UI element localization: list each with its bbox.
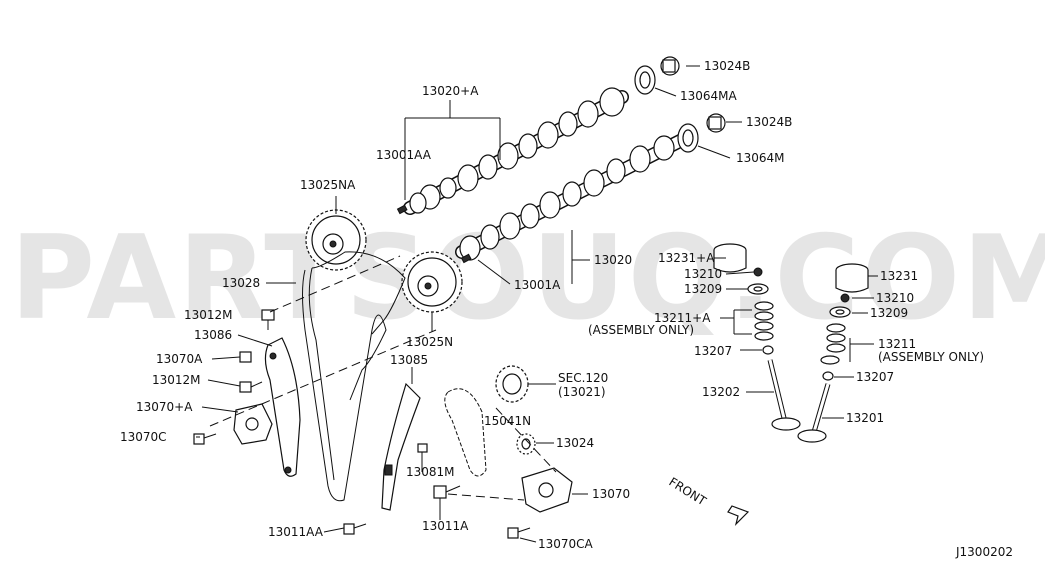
label-13020a[interactable]: 13020+A [422, 84, 479, 98]
bolt-13011a[interactable] [433, 485, 461, 499]
part-labels: 13020+A 13001AA 13025NA 13028 13012M 130… [120, 59, 984, 551]
label-13207-left[interactable]: 13207 [694, 344, 732, 358]
bolt-13070ca[interactable] [507, 527, 531, 539]
bolt-13011aa[interactable] [343, 523, 367, 535]
watermark-text: PARTSOUQ.COM [10, 211, 1045, 346]
leader-lines [196, 65, 878, 543]
bolt-13012m-lower[interactable] [239, 381, 263, 393]
cam-sprocket-pin-lower [460, 253, 472, 264]
label-13085[interactable]: 13085 [390, 353, 428, 367]
label-15041n[interactable]: 15041N [484, 414, 531, 428]
keeper-13210-right[interactable] [840, 293, 850, 303]
label-13086[interactable]: 13086 [194, 328, 232, 342]
label-13001aa[interactable]: 13001AA [376, 148, 432, 162]
sprocket-13024[interactable] [516, 433, 536, 455]
camshaft-upper[interactable] [403, 87, 629, 215]
chain-guide-13085[interactable] [381, 382, 421, 511]
label-13211[interactable]: 13211 [878, 337, 916, 351]
camshaft-lower[interactable] [455, 133, 689, 261]
label-13064ma[interactable]: 13064MA [680, 89, 738, 103]
timing-chain-13028[interactable] [302, 251, 406, 502]
tensioner-13070[interactable] [521, 467, 573, 513]
label-13028[interactable]: 13028 [222, 276, 260, 290]
label-13202[interactable]: 13202 [702, 385, 740, 399]
seal-13064m[interactable] [677, 123, 699, 153]
front-label: FRONT [666, 475, 709, 509]
label-13024[interactable]: 13024 [556, 436, 594, 450]
valve-13201[interactable] [797, 383, 831, 443]
spring-13211[interactable] [820, 323, 846, 365]
label-13209-left[interactable]: 13209 [684, 282, 722, 296]
label-13070ca[interactable]: 13070CA [538, 537, 594, 551]
label-13210-left[interactable]: 13210 [684, 267, 722, 281]
label-13012m-lower[interactable]: 13012M [152, 373, 201, 387]
label-13231[interactable]: 13231 [880, 269, 918, 283]
valve-13202[interactable] [767, 359, 801, 431]
label-sec120-sub[interactable]: (13021) [558, 385, 606, 399]
label-13020[interactable]: 13020 [594, 253, 632, 267]
label-13070a-plus[interactable]: 13070+A [136, 400, 193, 414]
cam-sprocket-pin-upper [396, 204, 408, 215]
keeper-13210-left[interactable] [753, 267, 763, 277]
alignment-lines [209, 255, 557, 501]
label-13024b-lower[interactable]: 13024B [746, 115, 792, 129]
chain-guide-13086[interactable] [264, 337, 301, 477]
lifter-13231a[interactable] [713, 243, 747, 273]
label-13070[interactable]: 13070 [592, 487, 630, 501]
tensioner-13070a-plus[interactable] [233, 403, 273, 445]
label-13210-right[interactable]: 13210 [876, 291, 914, 305]
bolt-13081m[interactable] [417, 443, 428, 466]
bolt-13070c[interactable] [193, 433, 217, 445]
label-13011a[interactable]: 13011A [422, 519, 469, 533]
label-sec120[interactable]: SEC.120 [558, 371, 608, 385]
label-13211a[interactable]: 13211+A [654, 311, 711, 325]
label-13001a[interactable]: 13001A [514, 278, 561, 292]
label-assembly-only-left[interactable]: (ASSEMBLY ONLY) [588, 323, 694, 337]
seal-13207-right[interactable] [822, 371, 834, 381]
cap-13024b-upper[interactable] [660, 56, 680, 76]
label-13209-right[interactable]: 13209 [870, 306, 908, 320]
label-assembly-only-right[interactable]: (ASSEMBLY ONLY) [878, 350, 984, 364]
sprocket-13025na[interactable] [305, 209, 367, 271]
bolt-13012m-upper[interactable] [261, 309, 275, 330]
spring-13211a[interactable] [754, 301, 774, 341]
label-13070c[interactable]: 13070C [120, 430, 167, 444]
front-arrow: FRONT [666, 475, 750, 526]
retainer-13209-right[interactable] [829, 306, 851, 318]
label-13025n[interactable]: 13025N [406, 335, 453, 349]
label-13201[interactable]: 13201 [846, 411, 884, 425]
label-13012m-upper[interactable]: 13012M [184, 308, 233, 322]
retainer-13209-left[interactable] [747, 283, 769, 295]
seal-13207-left[interactable] [762, 345, 774, 355]
pump-chain-15041n[interactable] [444, 388, 487, 477]
label-13081m[interactable]: 13081M [406, 465, 455, 479]
label-13024b-upper[interactable]: 13024B [704, 59, 750, 73]
label-13207-right[interactable]: 13207 [856, 370, 894, 384]
label-13025na[interactable]: 13025NA [300, 178, 356, 192]
label-13011aa[interactable]: 13011AA [268, 525, 324, 539]
label-13231a[interactable]: 13231+A [658, 251, 715, 265]
cap-13024b-lower[interactable] [706, 113, 726, 133]
sprocket-13025n[interactable] [401, 251, 463, 313]
diagram-code: J1300202 [955, 545, 1013, 559]
seal-13064ma[interactable] [634, 65, 656, 95]
sprocket-sec120[interactable] [495, 365, 529, 403]
label-13064m[interactable]: 13064M [736, 151, 785, 165]
label-13070a[interactable]: 13070A [156, 352, 203, 366]
bolt-13070a[interactable] [239, 351, 252, 363]
lifter-13231[interactable] [835, 263, 869, 293]
